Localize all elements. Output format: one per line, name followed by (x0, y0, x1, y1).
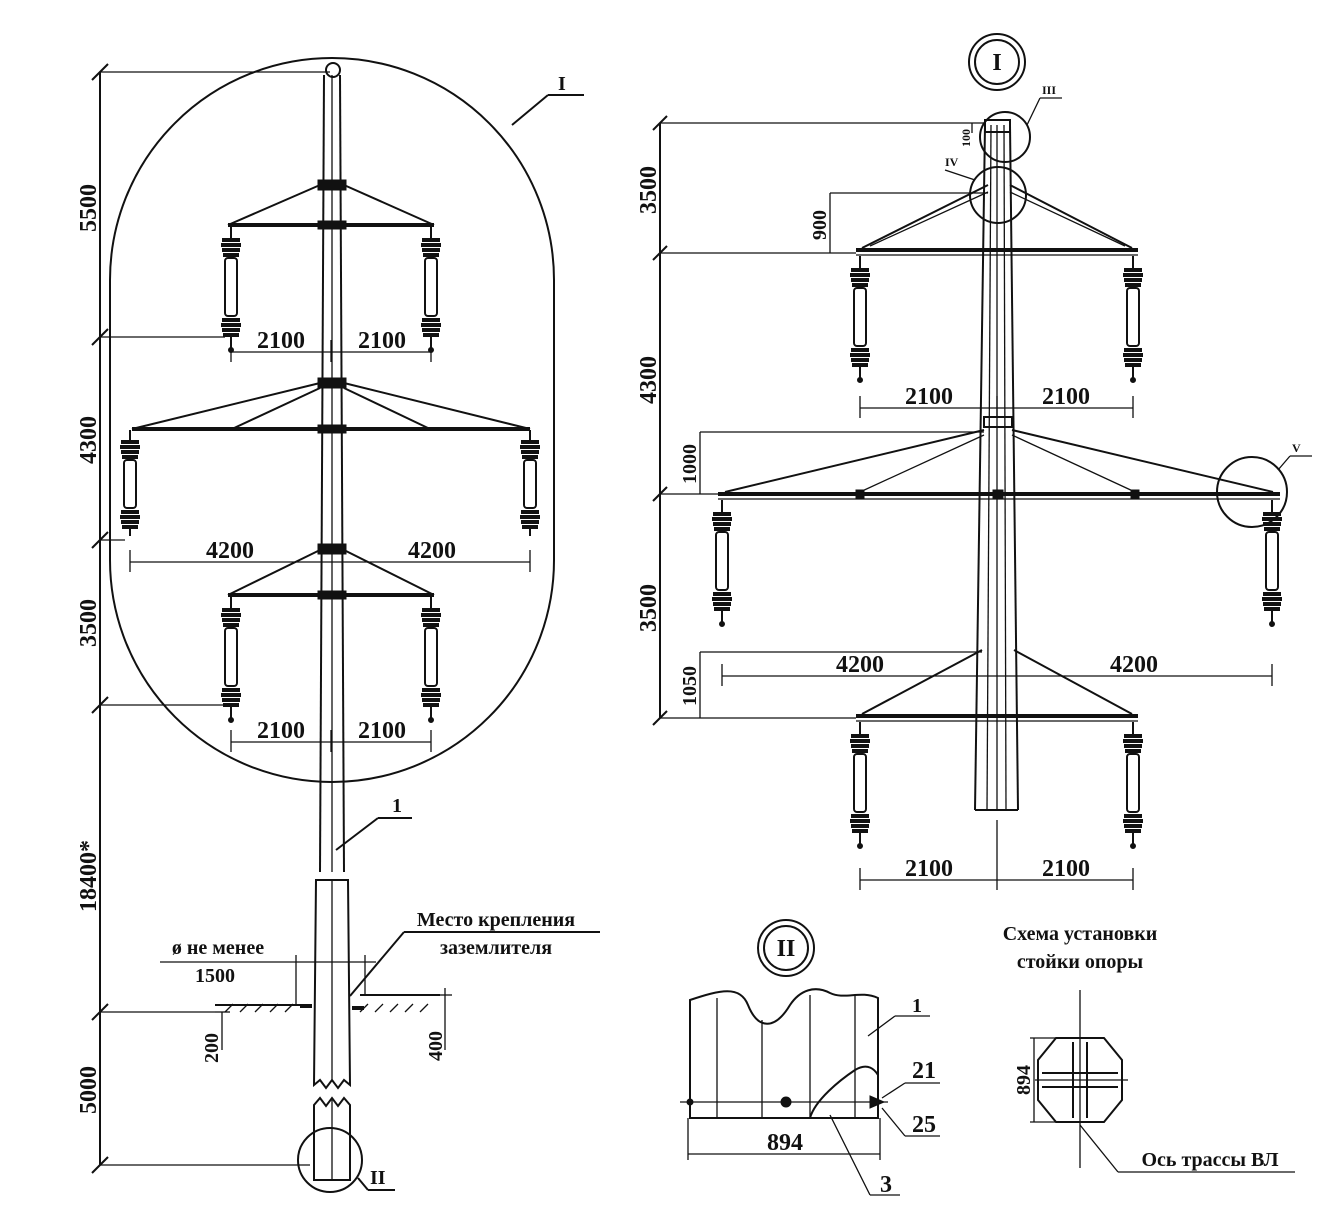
detail-I-crossarm-top (848, 184, 1145, 385)
detail-I-title: I (992, 50, 1001, 76)
crossarm-bottom (219, 543, 443, 725)
detail-II-pos-25: 25 (912, 1112, 936, 1138)
detail-II-title: II (777, 936, 796, 962)
detail-region-I-outline (109, 57, 555, 783)
detail-I-dim-2100-d: 2100 (1042, 856, 1090, 882)
dim-4200-a: 4200 (206, 538, 254, 564)
detail-II-pos-3: 3 (880, 1172, 892, 1198)
detail-II-view: II 894 1 21 25 3 (680, 919, 940, 1198)
node-IV-label: IV (945, 155, 959, 169)
detail-I-crossarm-bottom (848, 649, 1145, 851)
detail-I-dim-1050: 1050 (679, 666, 701, 706)
scheme-title-line2: стойки опоры (1017, 951, 1144, 973)
detail-I-dim-3500-b: 3500 (636, 584, 662, 632)
node-V-label: V (1292, 441, 1301, 455)
detail-I-pole (974, 119, 1019, 811)
node-III-label: III (1042, 83, 1056, 97)
dim-4300: 4300 (76, 416, 102, 464)
detail-II-dim-894: 894 (767, 1130, 803, 1156)
dim-18400: 18400* (76, 840, 102, 912)
main-view: I (76, 57, 600, 1193)
vertical-dimensions (91, 63, 330, 1174)
detail-I-view: I III IV V (636, 33, 1312, 890)
detail-I-dim-900: 900 (809, 210, 831, 240)
diameter-value: 1500 (195, 965, 235, 987)
detail-I-dim-1000: 1000 (679, 444, 701, 484)
detail-I-horizontal-dims (721, 396, 1273, 890)
grounding-callout-line2: заземлителя (440, 937, 552, 959)
grounding-callout-line1: Место крепления (417, 909, 575, 931)
crossarm-middle (118, 377, 542, 538)
position-1-label: 1 (392, 795, 402, 817)
detail-II-pos-1: 1 (912, 995, 922, 1017)
horizontal-dimensions (129, 340, 531, 752)
dim-200: 200 (201, 1033, 223, 1063)
installation-scheme: Схема установки стойки опоры 894 Ось тра… (1003, 923, 1295, 1173)
scheme-axis-label: Ось трассы ВЛ (1141, 1149, 1278, 1171)
dim-5500: 5500 (76, 184, 102, 232)
detail-I-dim-4300: 4300 (636, 356, 662, 404)
diameter-label: ø не менее (172, 937, 264, 959)
dim-400: 400 (425, 1031, 447, 1061)
detail-I-dim-2100-c: 2100 (905, 856, 953, 882)
detail-I-dim-100: 100 (959, 129, 973, 147)
dim-2100-c: 2100 (257, 718, 305, 744)
detail-I-dim-3500-a: 3500 (636, 166, 662, 214)
dim-2100-a: 2100 (257, 328, 305, 354)
detail-II-pos-21: 21 (912, 1058, 936, 1084)
detail-I-vertical-dims (652, 115, 988, 726)
region-I-label: I (558, 73, 566, 95)
dim-2100-b: 2100 (358, 328, 406, 354)
detail-I-dim-4200-b: 4200 (1110, 652, 1158, 678)
crossarm-top (219, 179, 443, 355)
scheme-title-line1: Схема установки (1003, 923, 1158, 945)
ground-line (215, 988, 452, 1050)
scheme-dim-894: 894 (1013, 1065, 1035, 1095)
detail-I-crossarm-middle (710, 429, 1284, 629)
detail-I-dim-2100-a: 2100 (905, 384, 953, 410)
dim-2100-d: 2100 (358, 718, 406, 744)
detail-I-dim-2100-b: 2100 (1042, 384, 1090, 410)
detail-region-II-outline (297, 1127, 363, 1193)
region-II-label: II (370, 1167, 386, 1189)
detail-I-dim-4200-a: 4200 (836, 652, 884, 678)
pole (312, 62, 352, 1181)
dim-4200-b: 4200 (408, 538, 456, 564)
dim-5000: 5000 (76, 1066, 102, 1114)
dim-3500: 3500 (76, 599, 102, 647)
